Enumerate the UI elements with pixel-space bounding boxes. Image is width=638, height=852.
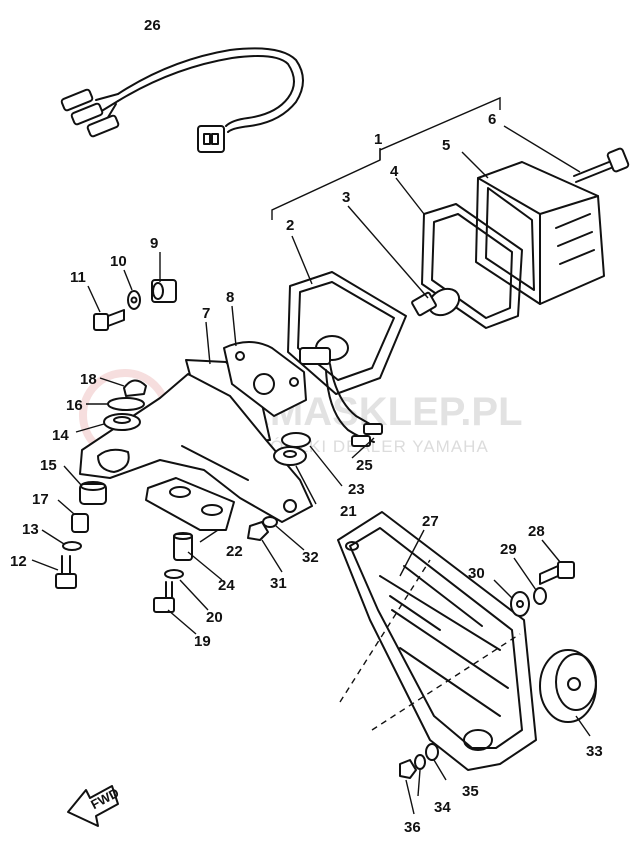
bracket-gasket (223, 341, 307, 417)
part-number-4: 4 (390, 163, 399, 180)
washer-29 (533, 587, 547, 605)
washer-32 (262, 516, 278, 528)
lamp-wires (325, 363, 383, 447)
part-number-21: 21 (340, 503, 357, 520)
part-number-29: 29 (500, 541, 517, 558)
part-number-6: 6 (488, 111, 496, 128)
collar-24 (173, 532, 193, 561)
part-number-18: 18 (80, 371, 97, 388)
bolt-12 (55, 555, 77, 589)
washer-10 (127, 290, 141, 310)
part-number-35: 35 (462, 783, 479, 800)
part-number-12: 12 (10, 553, 27, 570)
part-number-34: 34 (434, 799, 451, 816)
leader-lines (31, 96, 591, 815)
part-number-32: 32 (302, 549, 319, 566)
washer-30 (510, 591, 530, 617)
part-number-2: 2 (286, 217, 294, 234)
part-number-31: 31 (270, 575, 287, 592)
part-number-24: 24 (218, 577, 235, 594)
part-number-33: 33 (586, 743, 603, 760)
grommet-21 (273, 446, 307, 466)
damper-15 (79, 481, 107, 505)
part-number-13: 13 (22, 521, 39, 538)
fwd-arrow-icon: FWD (67, 785, 121, 827)
part-number-25: 25 (356, 457, 373, 474)
lower-bracket (145, 477, 235, 531)
nut-31 (247, 521, 269, 541)
wire-harness (60, 47, 304, 153)
grommet-14 (103, 413, 141, 431)
part-number-27: 27 (422, 513, 439, 530)
part-number-8: 8 (226, 289, 234, 306)
license-bracket (337, 511, 537, 771)
part-number-14: 14 (52, 427, 69, 444)
part-number-16: 16 (66, 397, 83, 414)
nut-36 (399, 759, 417, 779)
part-number-9: 9 (150, 235, 158, 252)
lamp-base (287, 271, 407, 395)
part-number-5: 5 (442, 137, 450, 154)
part-number-11: 11 (70, 269, 86, 286)
part-number-3: 3 (342, 189, 350, 206)
part-number-17: 17 (32, 491, 49, 508)
bolt-19 (153, 581, 175, 613)
part-number-23: 23 (348, 481, 365, 498)
bolt-28 (539, 561, 575, 585)
collar-9 (151, 279, 177, 303)
part-number-1: 1 (374, 131, 382, 148)
part-number-28: 28 (528, 523, 545, 540)
part-number-22: 22 (226, 543, 243, 560)
part-number-15: 15 (40, 457, 57, 474)
bolt-11 (93, 309, 125, 331)
washer-13 (62, 541, 82, 551)
bulb (411, 287, 461, 317)
part-number-30: 30 (468, 565, 485, 582)
part-number-10: 10 (110, 253, 127, 270)
washer-35 (425, 743, 439, 761)
part-number-7: 7 (202, 305, 210, 322)
part-number-26: 26 (144, 17, 161, 34)
lens-screw (573, 147, 630, 183)
collar-17 (71, 513, 89, 533)
reflector (539, 649, 597, 723)
tail-stay (79, 373, 313, 523)
part-number-20: 20 (206, 609, 223, 626)
part-number-19: 19 (194, 633, 211, 650)
tail-lens (475, 161, 605, 305)
washer-34 (414, 754, 426, 770)
part-number-labels: 1 2 3 4 5 6 7 8 9 10 11 12 13 14 15 16 1… (10, 17, 603, 836)
part-number-36: 36 (404, 819, 421, 836)
washer-20 (164, 569, 184, 579)
lens-gasket (421, 203, 523, 329)
washer-16 (107, 397, 145, 411)
cap-18 (123, 379, 147, 397)
collar-23 (281, 432, 311, 448)
